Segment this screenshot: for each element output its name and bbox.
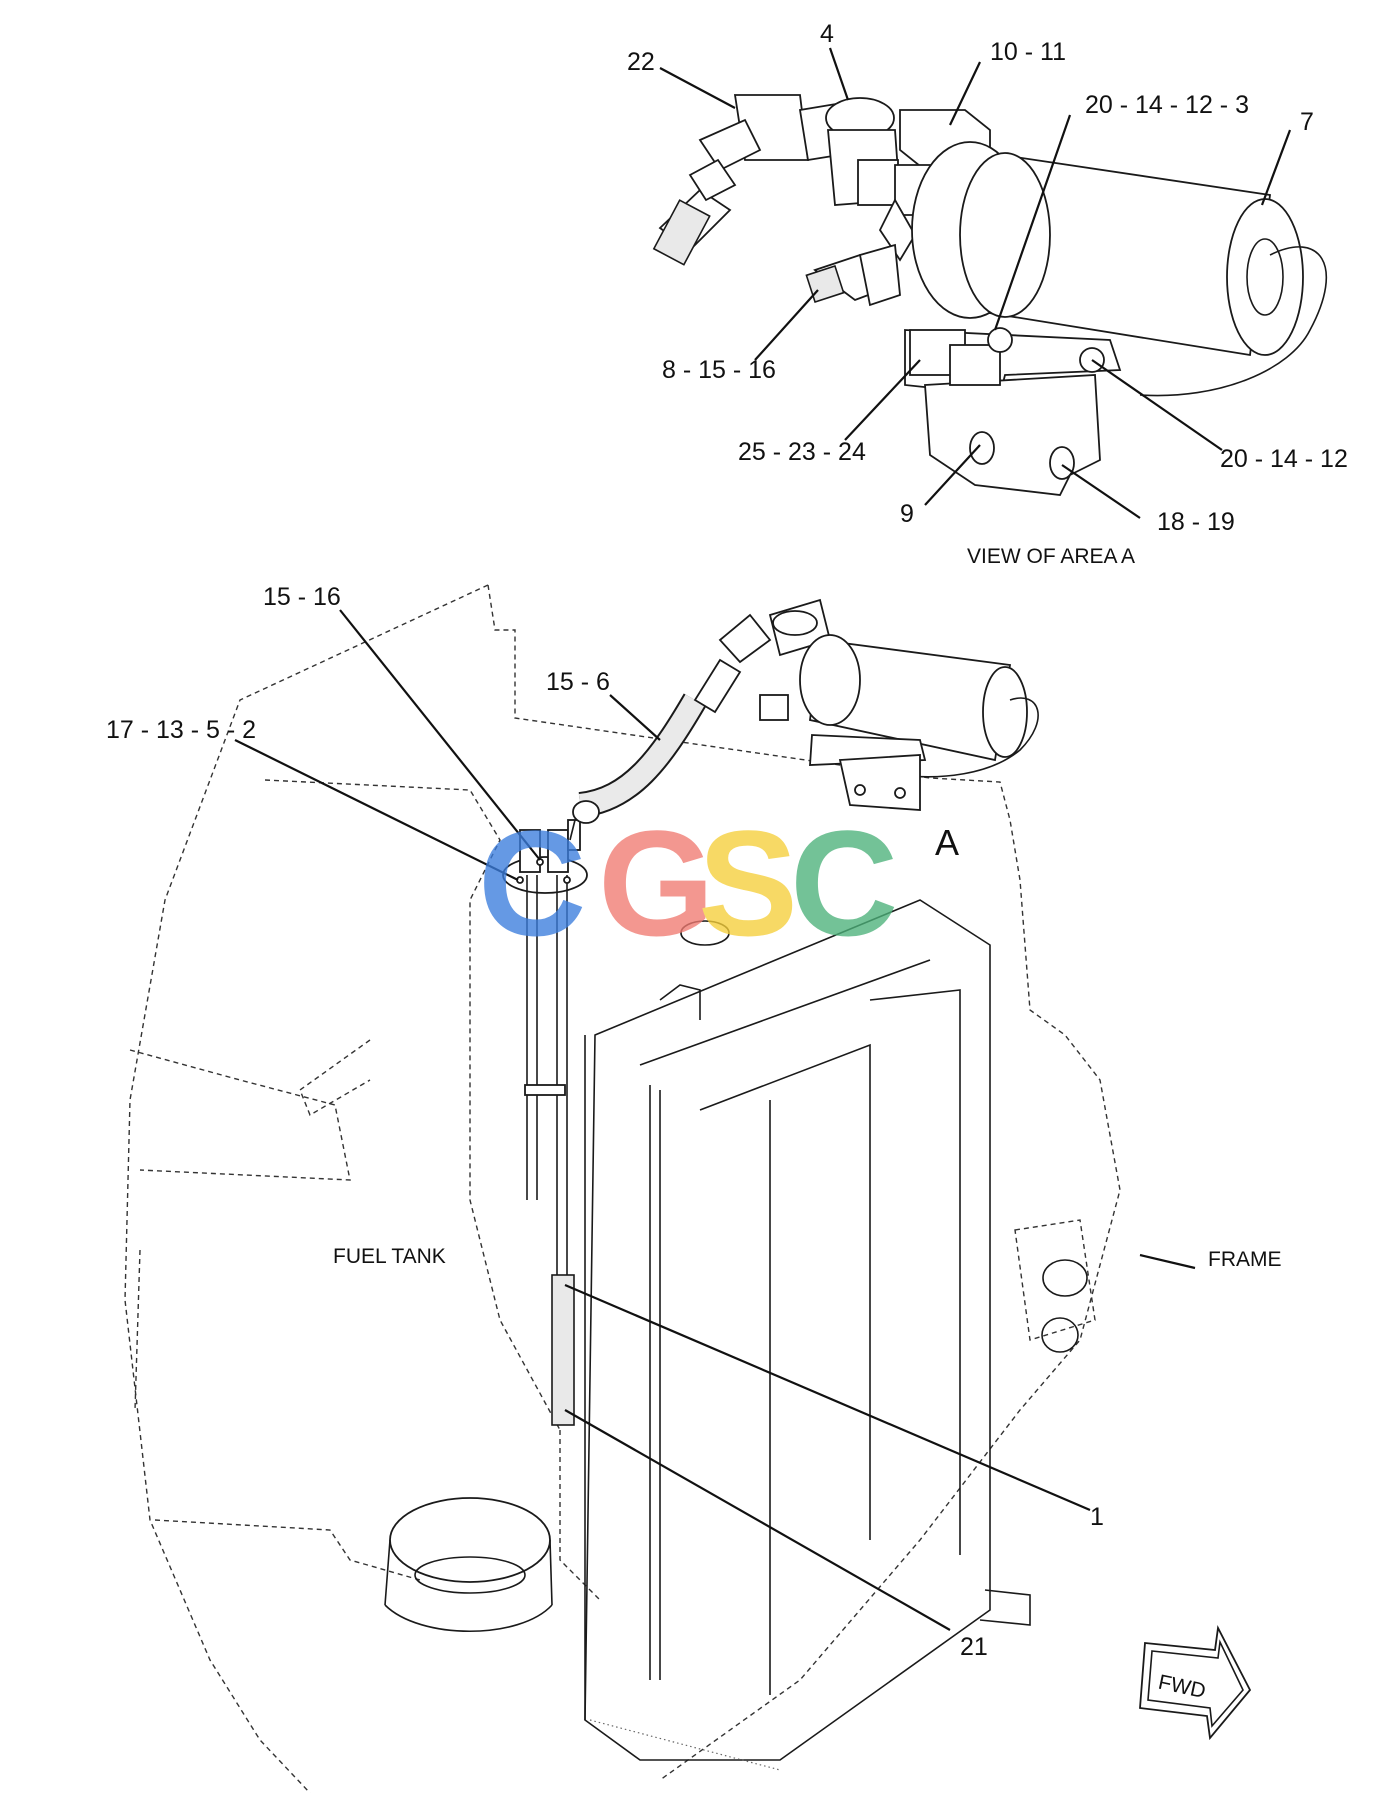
label-17-13-5-2: 17 - 13 - 5 - 2 — [106, 716, 256, 744]
label-15-16: 15 - 16 — [263, 583, 341, 611]
valve-part — [798, 97, 901, 206]
cup-part — [384, 1497, 553, 1632]
fuel-tank-body — [584, 899, 1031, 1771]
watermark-letter-g: G — [598, 799, 715, 967]
label-20-14-12-3: 20 - 14 - 12 - 3 — [1085, 91, 1249, 119]
inlet-filter-part — [652, 94, 810, 266]
label-8-15-16: 8 - 15 - 16 — [662, 356, 776, 384]
label-25-23-24: 25 - 23 - 24 — [738, 438, 866, 466]
forward-arrow: FWD — [1139, 1625, 1252, 1741]
label-10-11: 10 - 11 — [990, 38, 1066, 66]
watermark-cgsc: C G S C — [478, 799, 898, 967]
small-pump-assembly — [759, 598, 1039, 811]
view-caption: VIEW OF AREA A — [967, 545, 1135, 568]
detail-view-area-a — [652, 94, 1327, 496]
leader-lines — [234, 47, 1292, 1631]
label-22: 22 — [627, 48, 655, 76]
label-9: 9 — [900, 500, 914, 528]
callout-labels: 22 4 10 - 11 20 - 14 - 12 - 3 7 8 - 15 -… — [106, 20, 1348, 1661]
frame-outline — [124, 584, 1121, 1794]
main-view — [124, 584, 1121, 1794]
watermark-letter-c1: C — [478, 799, 586, 967]
label-1: 1 — [1090, 1503, 1104, 1531]
bracket-part — [904, 327, 1122, 496]
label-4: 4 — [820, 20, 834, 48]
label-20-14-12: 20 - 14 - 12 — [1220, 445, 1348, 473]
label-area-a: A — [935, 822, 959, 863]
label-15-6: 15 - 6 — [546, 668, 610, 696]
connector-part — [805, 243, 901, 307]
pump-motor-part — [911, 141, 1327, 397]
label-18-19: 18 - 19 — [1157, 508, 1235, 536]
label-21: 21 — [960, 1633, 988, 1661]
watermark-letter-c2: C — [790, 799, 898, 967]
watermark-letter-s: S — [698, 799, 798, 967]
label-frame: FRAME — [1208, 1248, 1282, 1271]
hose-part — [569, 613, 772, 841]
label-7: 7 — [1300, 108, 1314, 136]
label-fuel-tank: FUEL TANK — [333, 1245, 446, 1268]
